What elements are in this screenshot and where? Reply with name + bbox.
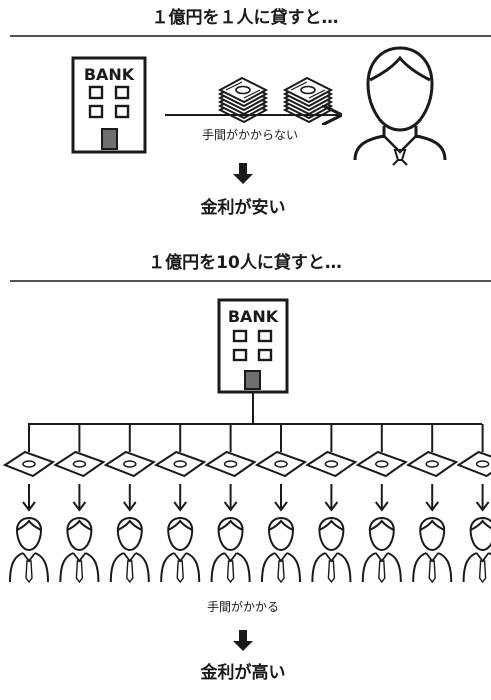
banknote-icon bbox=[53, 450, 106, 478]
banknote-icon bbox=[305, 450, 358, 478]
banknote-icon bbox=[103, 450, 156, 478]
down-arrow-icon bbox=[475, 484, 490, 512]
down-arrow-icon bbox=[425, 484, 439, 512]
businessperson-icon bbox=[109, 516, 150, 584]
banknote-icon bbox=[204, 450, 257, 478]
down-arrow-icon bbox=[324, 484, 339, 512]
businessperson-icon bbox=[9, 516, 49, 584]
bank-building-icon: BANK bbox=[71, 56, 147, 154]
businessperson-icon bbox=[412, 516, 453, 584]
businessperson-icon bbox=[261, 516, 301, 584]
bank-label: BANK bbox=[84, 65, 135, 84]
banknote-icon bbox=[2, 450, 56, 478]
section2-title: １億円を10人に貸すと… bbox=[148, 252, 342, 273]
banknote-icon bbox=[254, 450, 308, 478]
borrower-column bbox=[53, 424, 106, 584]
borrower-column bbox=[355, 424, 408, 584]
banknote-icon bbox=[406, 450, 459, 478]
down-arrow-icon bbox=[173, 484, 187, 512]
down-arrow-icon bbox=[233, 630, 253, 651]
down-arrow-icon bbox=[375, 484, 389, 512]
borrower-column bbox=[406, 424, 459, 584]
borrower-column bbox=[204, 424, 257, 584]
down-arrow-icon bbox=[72, 484, 87, 512]
borrower-columns bbox=[2, 424, 491, 584]
banknote-icon bbox=[456, 450, 491, 478]
section2-caption: 手間がかかる bbox=[207, 599, 279, 614]
borrower-column bbox=[2, 424, 56, 584]
section1-title: １億円を１人に貸すと… bbox=[152, 7, 339, 28]
section1-result: 金利が安い bbox=[200, 197, 286, 218]
borrower-column bbox=[305, 424, 358, 584]
section2-result: 金利が高い bbox=[200, 662, 286, 683]
borrower-column bbox=[103, 424, 156, 584]
businessperson-icon bbox=[353, 46, 447, 166]
businessperson-icon bbox=[160, 516, 201, 584]
down-arrow-icon bbox=[22, 484, 36, 512]
borrower-column bbox=[254, 424, 308, 584]
banknote-icon bbox=[154, 450, 207, 478]
down-arrow-icon bbox=[274, 484, 288, 512]
arrow-caption: 手間がかからない bbox=[202, 127, 298, 142]
banknote-icon bbox=[355, 450, 408, 478]
businessperson-icon bbox=[462, 516, 491, 584]
down-arrow-icon bbox=[123, 484, 137, 512]
businessperson-icon bbox=[311, 516, 352, 584]
borrower-column bbox=[456, 424, 491, 584]
businessperson-icon bbox=[59, 516, 100, 584]
businessperson-icon bbox=[210, 516, 251, 584]
bank-building-icon: BANK bbox=[217, 298, 289, 394]
businessperson-icon bbox=[361, 516, 402, 584]
down-arrow-icon bbox=[233, 163, 253, 184]
down-arrow-icon bbox=[223, 484, 238, 512]
borrower-column bbox=[154, 424, 207, 584]
bank-label: BANK bbox=[228, 307, 279, 326]
